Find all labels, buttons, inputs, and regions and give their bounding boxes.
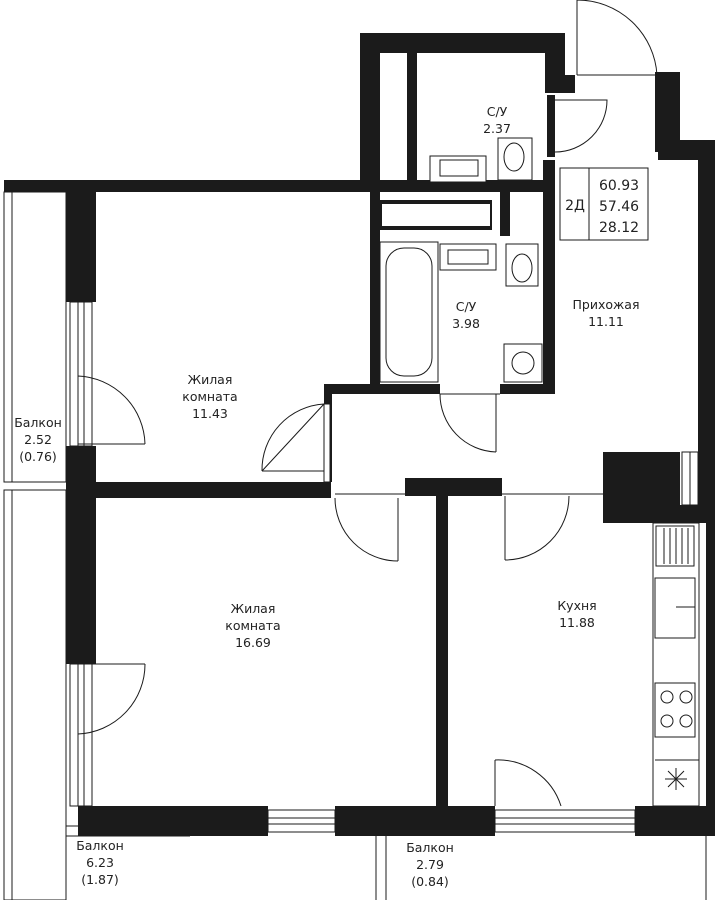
total-area: 60.93 xyxy=(599,178,639,194)
bath-top-name: С/У xyxy=(487,104,508,119)
apartment-type: 2Д xyxy=(565,198,585,214)
balcony-bottom-left-area: 6.23 xyxy=(86,855,114,870)
doors xyxy=(77,0,658,807)
balcony-bottom-left-name: Балкон xyxy=(76,838,124,853)
room-labels: С/У 2.37 С/У 3.98 Прихожая 11.11 Жилая к… xyxy=(14,104,639,889)
info-box: 2Д 60.93 57.46 28.12 xyxy=(559,167,649,241)
balcony-bottom-right-name: Балкон xyxy=(406,840,454,855)
living-area: 28.12 xyxy=(599,220,639,236)
balcony-bottom-right-area: 2.79 xyxy=(416,857,444,872)
kitchen-name: Кухня xyxy=(557,598,596,613)
balcony-left-name: Балкон xyxy=(14,415,62,430)
balcony-bottom-right-reduced: (0.84) xyxy=(411,874,449,889)
living-small-area: 11.43 xyxy=(192,406,228,421)
kitchen-area: 11.88 xyxy=(559,615,595,630)
living-large-area: 16.69 xyxy=(235,635,271,650)
area-without-balconies: 57.46 xyxy=(599,199,639,215)
walls xyxy=(4,33,715,836)
balcony-left-area: 2.52 xyxy=(24,432,52,447)
living-small-name-2: комната xyxy=(182,389,237,404)
hall-name: Прихожая xyxy=(573,297,640,312)
living-small-name-1: Жилая xyxy=(188,372,233,387)
bath-mid-area: 3.98 xyxy=(452,316,480,331)
balcony-bottom-left-reduced: (1.87) xyxy=(81,872,119,887)
bath-top-area: 2.37 xyxy=(483,121,511,136)
living-large-name-1: Жилая xyxy=(231,601,276,616)
hall-area: 11.11 xyxy=(588,314,624,329)
bath-mid-name: С/У xyxy=(456,299,477,314)
living-large-name-2: комната xyxy=(225,618,280,633)
windows xyxy=(69,301,699,833)
fixtures xyxy=(379,137,700,807)
balcony-left-reduced: (0.76) xyxy=(19,449,57,464)
